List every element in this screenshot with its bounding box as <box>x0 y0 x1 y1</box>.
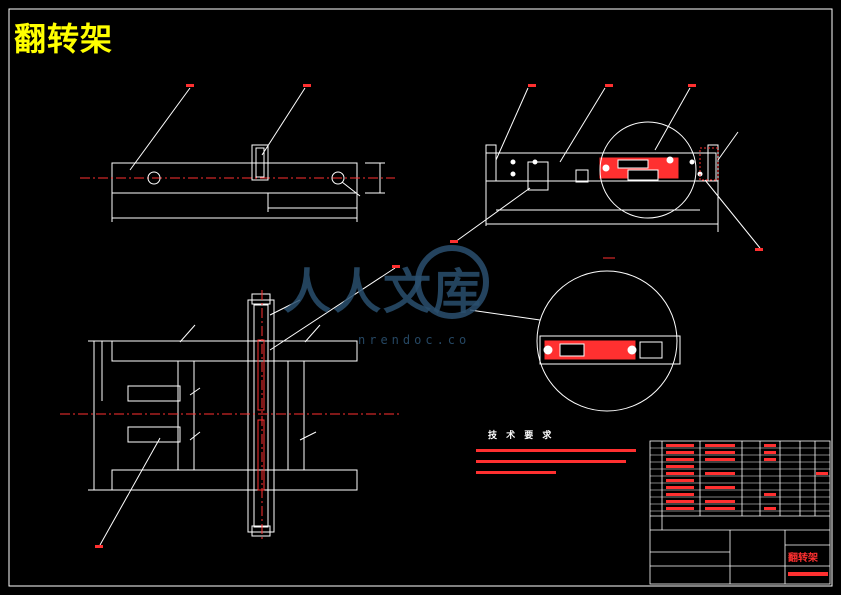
view-detail <box>469 270 681 412</box>
watermark-url: nrendoc.co <box>358 333 471 347</box>
title-block-grid <box>650 447 830 512</box>
watermark-text: 人人文库 <box>283 264 484 320</box>
title-block-name: 翻转架 <box>788 553 818 564</box>
tech-requirements-heading: 技 术 要 求 <box>488 431 555 441</box>
view-top-left <box>80 87 395 222</box>
title-block <box>649 440 831 585</box>
view-top-right <box>454 87 761 249</box>
sheet-border <box>8 8 833 587</box>
view-bottom-left <box>60 267 400 546</box>
title-block-red-fields <box>666 444 828 576</box>
drawing-title: 翻转架 <box>14 20 114 58</box>
leader-tags <box>95 84 763 548</box>
watermark-emblem <box>415 245 489 319</box>
